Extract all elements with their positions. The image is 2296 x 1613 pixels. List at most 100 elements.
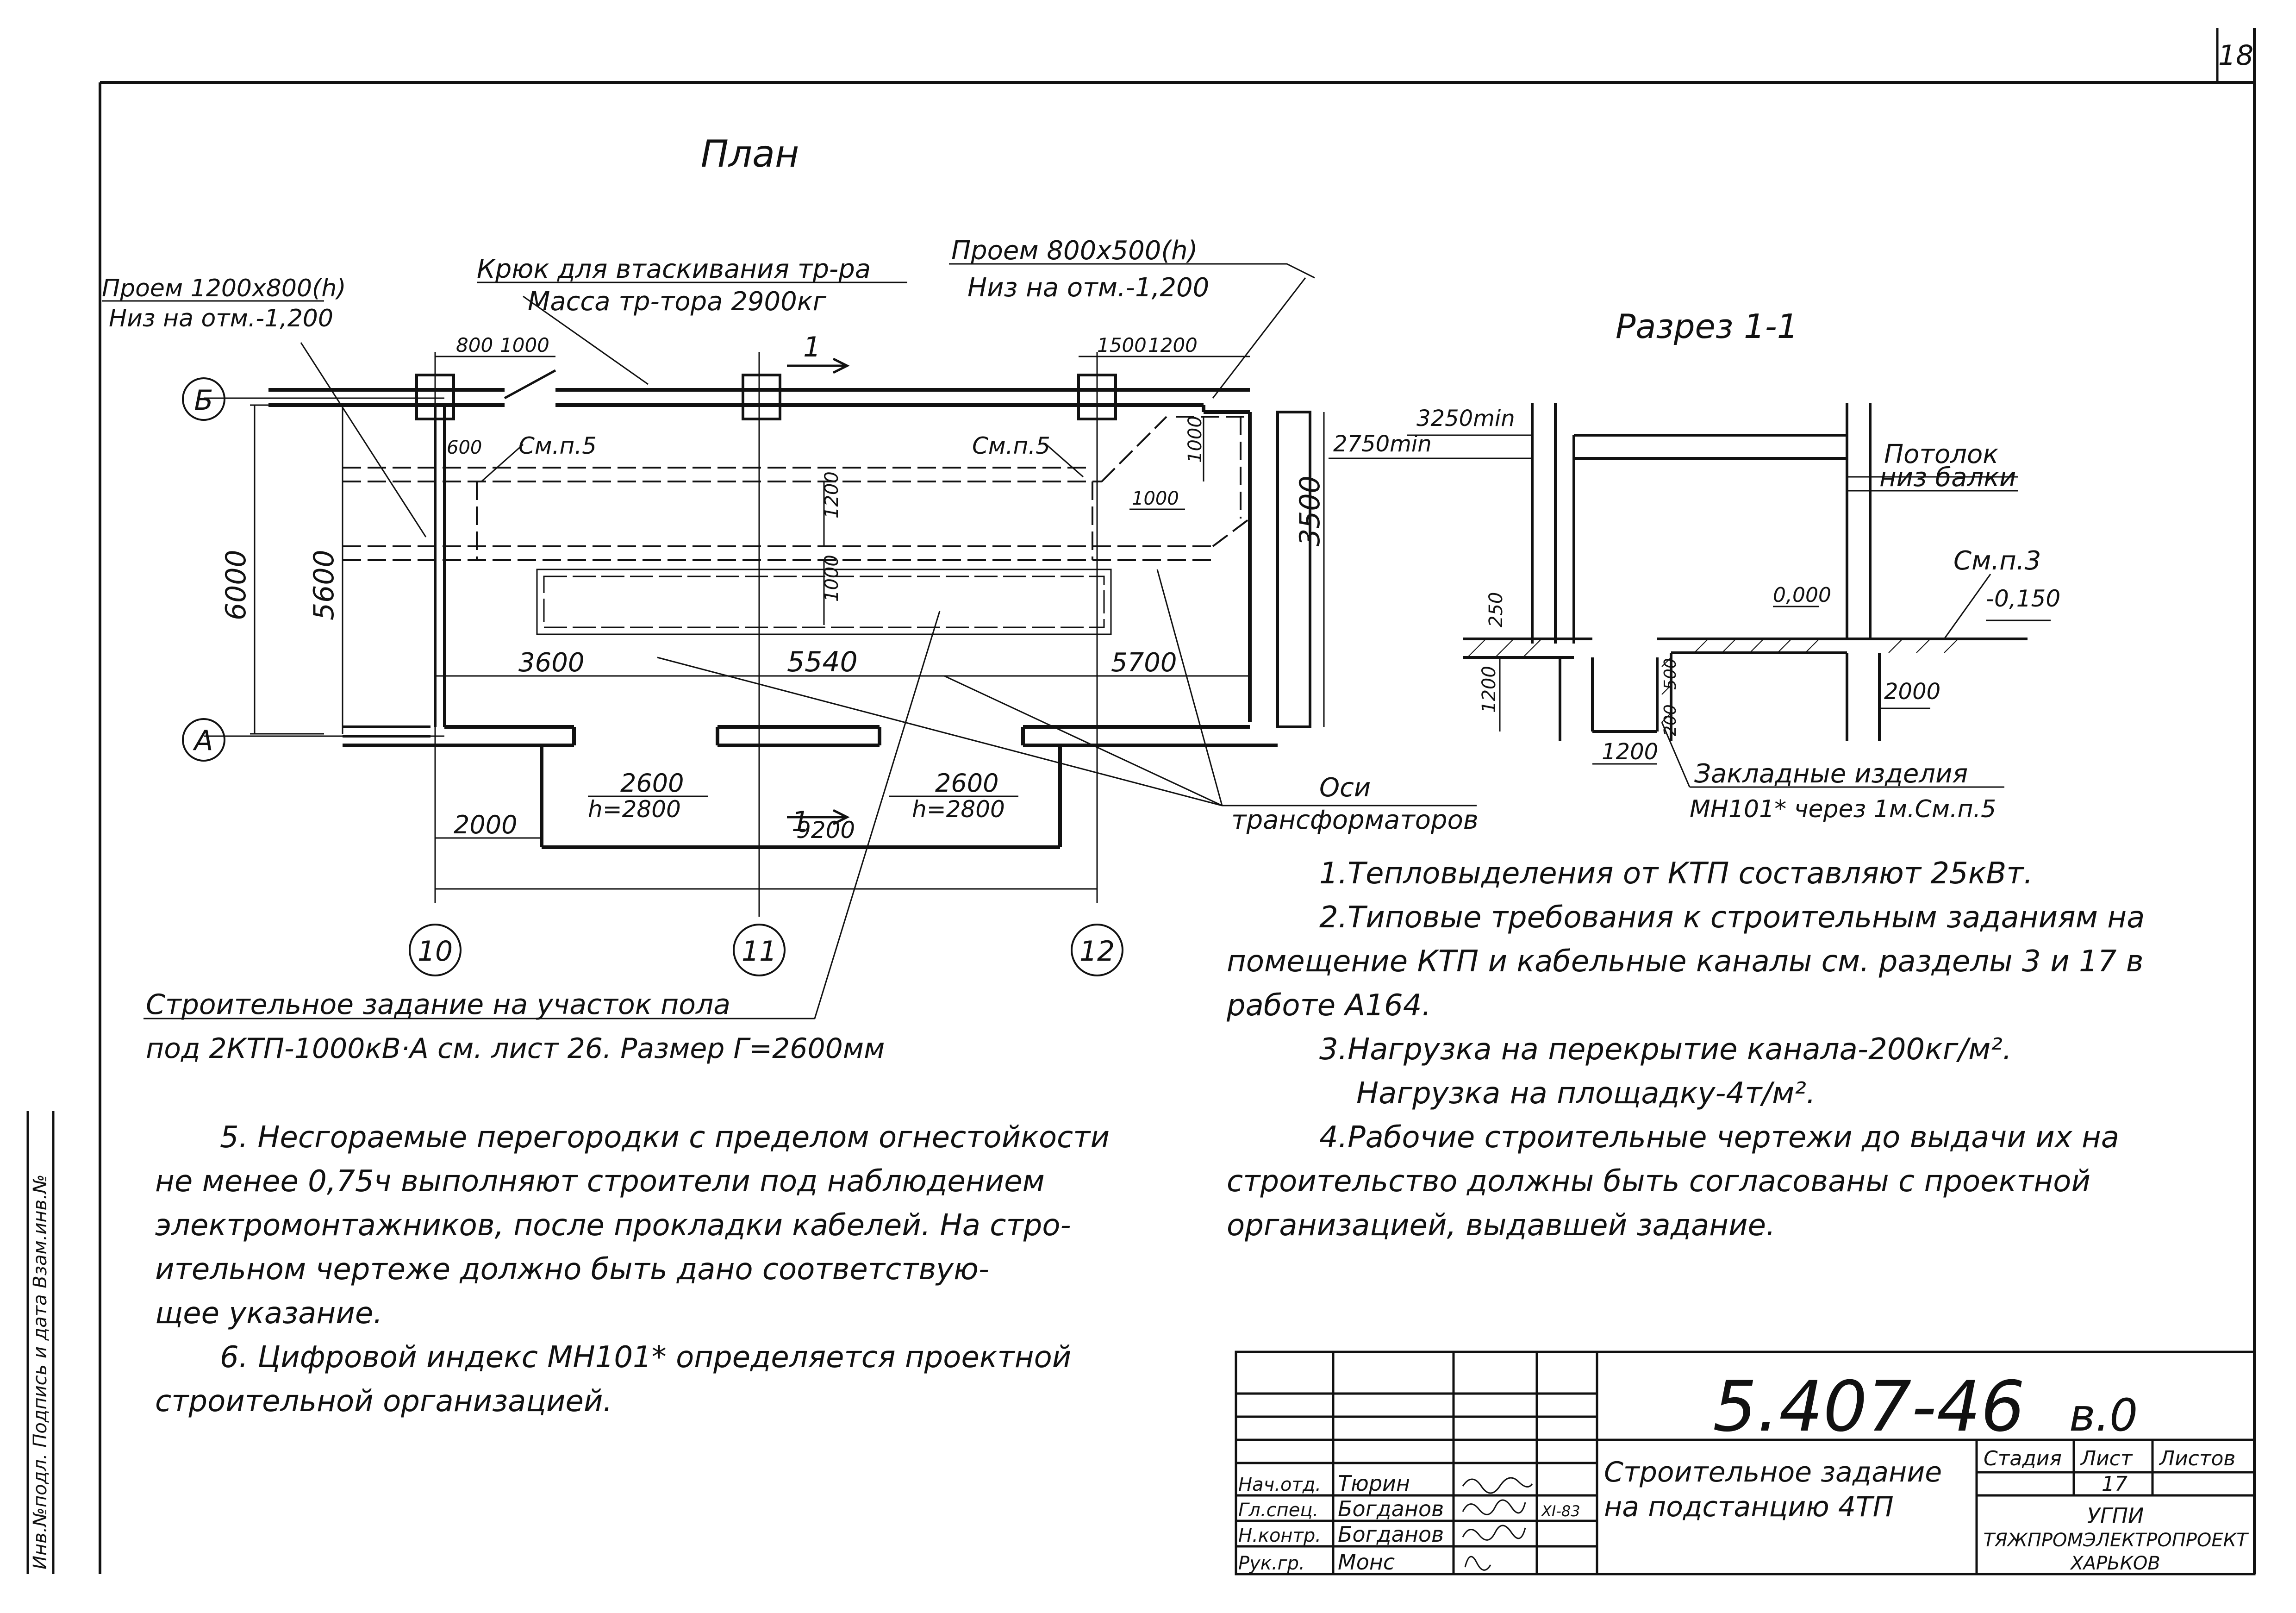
dim-6000: 6000	[220, 550, 252, 620]
note-4a: 4.Рабочие строительные чертежи до выдачи…	[1319, 1120, 2119, 1155]
section-beam: низ балки	[1879, 463, 2016, 493]
dim-1200-channel: 1200	[821, 471, 842, 519]
cable-channel	[343, 416, 1251, 561]
plan-dimensions: 800 1000 1500 1200 600 1200 1000 1000 10…	[220, 334, 1326, 844]
section-dim-500: 500	[1661, 658, 1680, 690]
floor-task-line-1: Строительное задание на участок пола	[146, 988, 730, 1021]
transformer-mass: Масса тр-тора 2900кг	[528, 287, 827, 317]
sheet-frame	[99, 28, 2256, 1574]
org-line-1: УГПИ	[2087, 1503, 2144, 1528]
side-stamp-text: Инв.№подл. Подпись и дата Взам.инв.№	[30, 1175, 51, 1569]
dim-9200: 9200	[796, 817, 855, 844]
note-5d: ительном чертеже должно быть дано соотве…	[155, 1252, 989, 1287]
section-elevation-zero: 0,000	[1773, 583, 1831, 607]
dim-5540: 5540	[787, 646, 858, 678]
org-line-2: ТЯЖПРОМЭЛЕКТРОПРОЕКТ	[1983, 1530, 2249, 1551]
drawing-issue: в.0	[2069, 1389, 2138, 1441]
notes-right: 1.Тепловыделения от КТП составляют 25кВт…	[1227, 852, 2145, 1248]
section-dimension-lines	[1329, 434, 2051, 788]
note-3b: Нагрузка на площадку-4т/м².	[1356, 1076, 1816, 1111]
note-5a: 5. Несгораемые перегородки с пределом ог…	[220, 1120, 1110, 1155]
opening-left-level: Низ на отм.-1,200	[109, 305, 333, 332]
dim-1500: 1500	[1097, 334, 1147, 356]
section-mark-bottom: 1	[792, 806, 809, 838]
dim-1000-top: 1000	[500, 334, 549, 356]
sheets-label: Листов	[2159, 1447, 2235, 1470]
sheet-value: 17	[2102, 1472, 2128, 1496]
note-6b: строительной организацией.	[155, 1384, 612, 1419]
axis-label-10: 10	[418, 935, 453, 968]
dim-1200-top: 1200	[1148, 334, 1198, 356]
dim-5700: 5700	[1111, 648, 1177, 678]
axis-bubbles	[182, 377, 1123, 976]
name-1: Тюрин	[1338, 1471, 1410, 1496]
note-2c: работе А164.	[1227, 988, 1431, 1023]
section-see-3: См.п.3	[1953, 546, 2041, 576]
note-3a: 3.Нагрузка на перекрытие канала-200кг/м²…	[1319, 1032, 2012, 1067]
transformer-axes-label-1: Оси	[1319, 773, 1371, 803]
wall-openings	[415, 374, 1117, 420]
dim-1000-corner: 1000	[1132, 488, 1179, 509]
section-dim-2750: 2750min	[1333, 431, 1432, 457]
drawing-name-1: Строительное задание	[1604, 1456, 1942, 1488]
dim-2600-left: 2600	[620, 769, 684, 798]
dim-800: 800	[456, 334, 493, 356]
section-mark-top: 1	[803, 331, 821, 363]
note-6a: 6. Цифровой индекс МН101* определяется п…	[220, 1340, 1072, 1375]
note-2a: 2.Типовые требования к строительным зада…	[1319, 900, 2145, 935]
opening-left-label: Проем 1200x800(h)	[102, 275, 346, 302]
dim-3600: 3600	[518, 648, 585, 678]
opening-right-label: Проем 800x500(h)	[951, 236, 1198, 266]
dim-3500: 3500	[1294, 475, 1326, 546]
role-3: Н.контр.	[1238, 1525, 1321, 1546]
floor-task-line-2: под 2КТП-1000кВ·А см. лист 26. Размер Г=…	[146, 1032, 885, 1065]
sheet-number: 18	[2218, 39, 2253, 72]
dim-1000-channel: 1000	[821, 555, 842, 602]
dim-1000-right: 1000	[1185, 416, 1206, 463]
note-4c: организацией, выдавшей задание.	[1227, 1208, 1776, 1243]
section-elevation-minus: -0,150	[1986, 585, 2060, 612]
title-block-frame	[1235, 1350, 2256, 1575]
dim-5600: 5600	[308, 550, 340, 620]
hook-label: Крюк для втаскивания тр-ра	[477, 254, 871, 284]
section-dim-200: 200	[1661, 704, 1680, 736]
axis-label-12: 12	[1079, 935, 1115, 968]
section-dim-1200-h: 1200	[1602, 739, 1658, 765]
name-2: Богданов	[1338, 1496, 1444, 1521]
org-line-3: ХАРЬКОВ	[2070, 1553, 2160, 1574]
section-hatching	[1467, 638, 1959, 723]
see-note-right: См.п.5	[972, 432, 1050, 459]
drawing-name-2: на подстанцию 4ТП	[1604, 1491, 1894, 1523]
sheet-label: Лист	[2080, 1447, 2133, 1470]
section-dim-2000: 2000	[1884, 679, 1940, 705]
dim-2000: 2000	[454, 810, 517, 839]
embedded-parts-spec: МН101* через 1м.См.п.5	[1690, 795, 1996, 823]
side-stamp-frame	[26, 1111, 55, 1574]
dim-h2800-right: h=2800	[912, 796, 1005, 823]
axis-label-11: 11	[742, 935, 777, 968]
leader-lines	[102, 263, 1477, 1019]
approval-date: XI-83	[1541, 1502, 1580, 1520]
signatures	[1462, 1477, 1533, 1571]
note-5b: не менее 0,75ч выполняют строители под н…	[155, 1164, 1045, 1199]
dim-2600-right: 2600	[935, 769, 998, 798]
section-walls	[1463, 403, 2028, 741]
section-markers	[787, 357, 850, 825]
note-5e: щее указание.	[155, 1296, 383, 1331]
see-note-left: См.п.5	[518, 432, 597, 459]
plan-dimension-lines	[254, 356, 1325, 890]
role-1: Нач.отд.	[1238, 1474, 1321, 1495]
transformer-axes-label-2: трансформаторов	[1231, 805, 1479, 835]
role-2: Гл.спец.	[1238, 1500, 1318, 1521]
section-dim-1200-v: 1200	[1479, 666, 1500, 713]
note-5c: электромонтажников, после прокладки кабе…	[155, 1208, 1071, 1243]
notes-left: 5. Несгораемые перегородки с пределом ог…	[155, 1116, 1110, 1424]
role-4: Рук.гр.	[1238, 1553, 1305, 1574]
section-title: Разрез 1-1	[1616, 307, 1798, 346]
note-4b: строительство должны быть согласованы с …	[1227, 1164, 2090, 1199]
section-dim-3250: 3250min	[1416, 406, 1515, 431]
drawing-code: 5.407-46	[1713, 1367, 2025, 1447]
name-3: Богданов	[1338, 1522, 1444, 1547]
